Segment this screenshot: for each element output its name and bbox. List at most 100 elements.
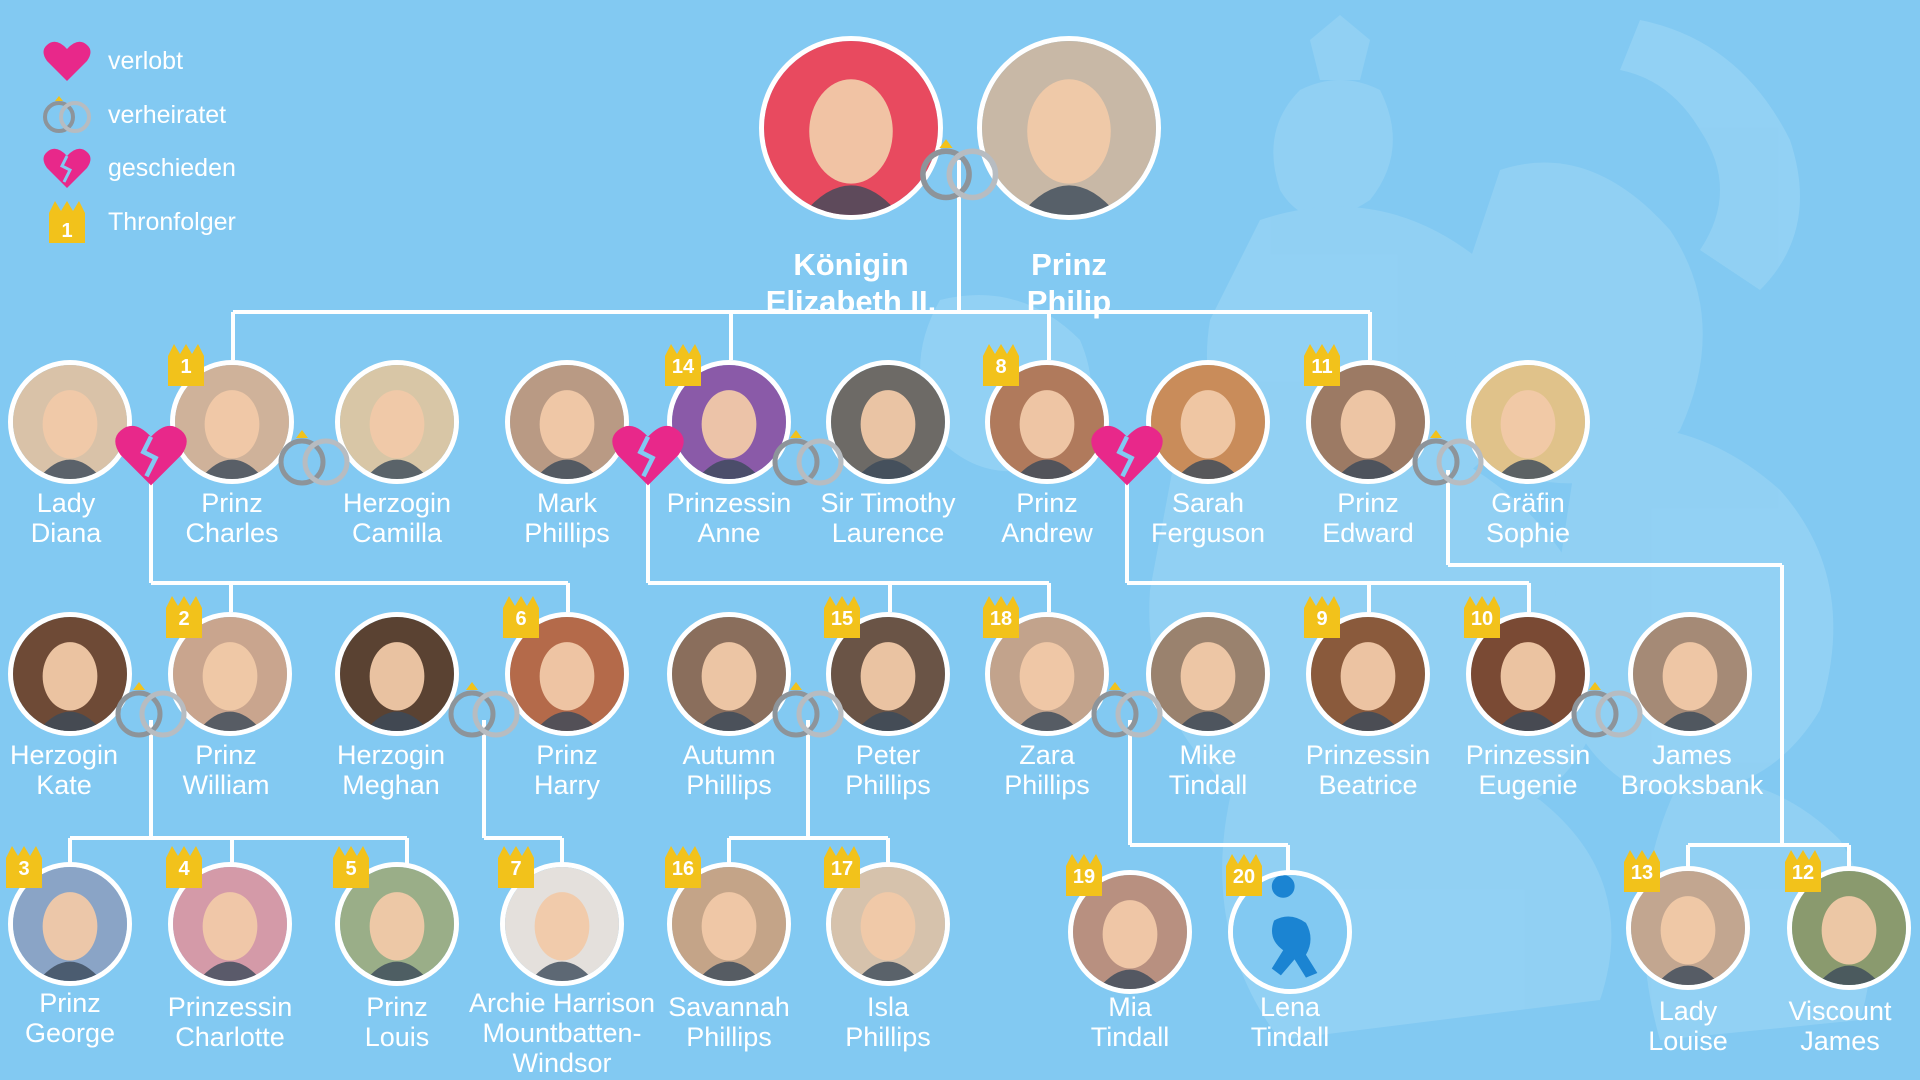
crown-icon: 16 [663,844,703,890]
succession-rank: 11 [1311,356,1333,378]
name-line: Peter [855,740,921,770]
name-line: Ferguson [1150,518,1266,548]
face-photo [510,365,624,479]
face-photo [1151,365,1265,479]
name-line: Anne [697,518,761,548]
broken-heart-icon [610,421,686,494]
portrait-mark [505,360,629,484]
face-photo [340,617,454,731]
portrait-mike [1146,612,1270,736]
face-photo [982,41,1156,215]
name-line: Phillips [845,770,931,800]
succession-rank: 8 [995,356,1007,378]
crown-icon: 9 [1302,594,1342,640]
face-photo [13,365,127,479]
crown-icon: 6 [501,594,541,640]
name-line: Prinz [201,488,263,518]
crown-icon: 17 [822,844,862,890]
name-line: Phillips [524,518,610,548]
name-line: Viscount [1788,996,1892,1026]
name-line: Herzogin [9,740,119,770]
portrait-sophie [1466,360,1590,484]
crown-icon: 12 [1783,848,1823,894]
crown-icon: 20 [1224,852,1264,898]
face-photo [831,365,945,479]
name-line: Prinz [195,740,257,770]
portrait-isla [826,862,950,986]
name-line: Sophie [1485,518,1571,548]
name-line: Beatrice [1318,770,1418,800]
crown-icon: 1 [166,342,206,388]
legend-item-divorced: geschieden [38,146,236,190]
face-photo [672,365,786,479]
legend-item-engaged: verlobt [38,39,183,83]
legend-label: Thronfolger [108,207,236,236]
name-line: Prinzessin [167,992,293,1022]
face-photo [831,617,945,731]
succession-rank: 4 [178,858,190,880]
name-line: Charles [185,518,279,548]
name-line: George [24,1018,116,1048]
portrait-william [168,612,292,736]
name-line: Elizabeth II. [765,284,937,319]
rings-icon [1406,428,1490,493]
succession-rank: 15 [830,608,854,630]
name-line: Mia [1108,992,1152,1022]
rings-icon [1085,680,1169,745]
portrait-andrew [985,360,1109,484]
name-line: Lady [1658,996,1718,1026]
name-line: Meghan [342,770,440,800]
name-line: Andrew [1001,518,1093,548]
name-line: Autumn [682,740,776,770]
face-photo [13,617,127,731]
rings-icon [442,680,526,745]
portrait-george [8,862,132,986]
portrait-anne [667,360,791,484]
face-photo [764,41,938,215]
name-line: Prinzessin [1305,740,1431,770]
rings-icon [913,137,1005,208]
name-line: Windsor [512,1048,612,1078]
crown-icon: 2 [164,594,204,640]
legend-label: geschieden [108,153,236,182]
face-photo [13,867,127,981]
succession-rank: 5 [345,858,357,880]
succession-rank: 7 [510,858,522,880]
name-line: Lady [36,488,96,518]
portrait-queen [759,36,943,220]
rings-icon [1565,680,1649,745]
svg-text:1: 1 [61,220,72,242]
portrait-charlotte [168,862,292,986]
name-line: Tindall [1168,770,1248,800]
portrait-diana [8,360,132,484]
name-line: Phillips [686,770,772,800]
broken-heart-icon [38,146,96,190]
portrait-zara [985,612,1109,736]
name-line: Mark [536,488,597,518]
succession-rank: 17 [830,858,854,880]
name-line: Mike [1179,740,1237,770]
rings-icon [272,428,356,493]
name-line: Kate [36,770,92,800]
legend-item-married: verheiratet [38,93,226,137]
crown-icon: 13 [1622,848,1662,894]
face-photo [340,365,454,479]
crown-icon: 5 [331,844,371,890]
broken-heart-icon [113,421,189,494]
succession-rank: 16 [671,858,695,880]
face-photo [173,617,287,731]
